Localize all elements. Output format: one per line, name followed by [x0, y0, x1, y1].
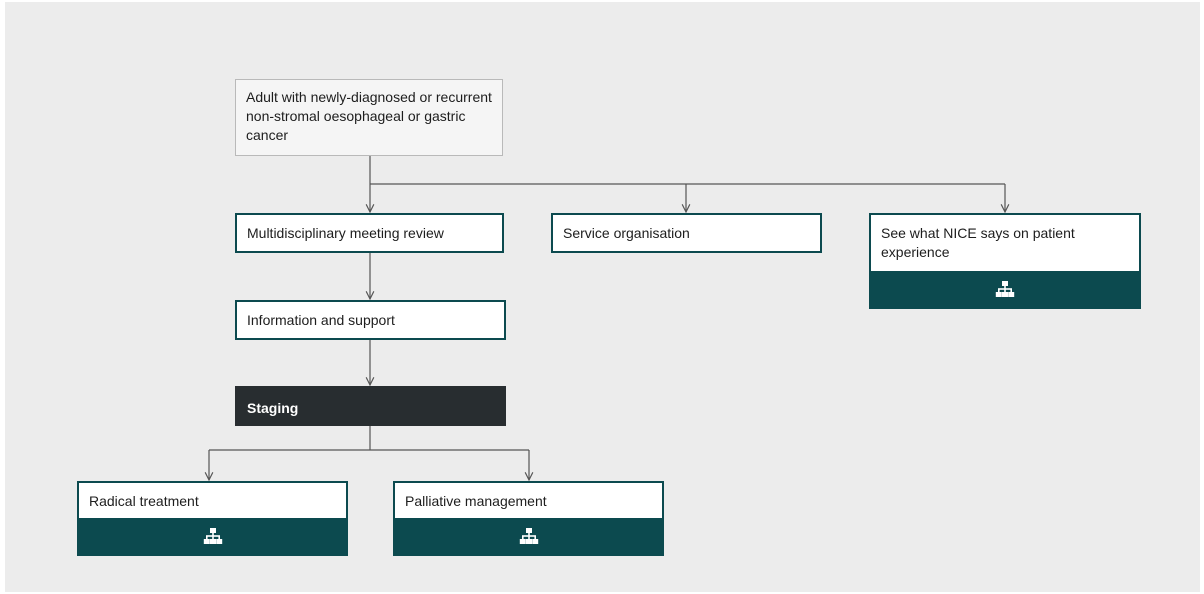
- node-patient-experience-label: See what NICE says on patient experience: [881, 225, 1075, 260]
- node-palliative-management[interactable]: Palliative management: [393, 481, 664, 556]
- node-palliative-management-label: Palliative management: [405, 493, 547, 509]
- node-start: Adult with newly-diagnosed or recurrent …: [235, 79, 503, 156]
- node-staging-label: Staging: [247, 400, 299, 416]
- node-radical-treatment-label: Radical treatment: [89, 493, 199, 509]
- node-patient-experience[interactable]: See what NICE says on patient experience: [869, 213, 1141, 309]
- radical-treatment-pathway-link[interactable]: [79, 518, 346, 554]
- hierarchy-icon: [203, 528, 222, 544]
- node-staging[interactable]: Staging: [235, 386, 506, 426]
- palliative-management-pathway-link[interactable]: [395, 518, 662, 554]
- node-mdt-review[interactable]: Multidisciplinary meeting review: [235, 213, 504, 253]
- node-information-support[interactable]: Information and support: [235, 300, 506, 340]
- node-radical-treatment[interactable]: Radical treatment: [77, 481, 348, 556]
- patient-experience-pathway-link[interactable]: [871, 271, 1139, 307]
- node-service-organisation[interactable]: Service organisation: [551, 213, 822, 253]
- node-start-label: Adult with newly-diagnosed or recurrent …: [246, 89, 492, 143]
- node-mdt-review-label: Multidisciplinary meeting review: [247, 225, 444, 241]
- hierarchy-icon: [995, 281, 1015, 297]
- node-information-support-label: Information and support: [247, 312, 395, 328]
- hierarchy-icon: [519, 528, 538, 544]
- node-service-organisation-label: Service organisation: [563, 225, 690, 241]
